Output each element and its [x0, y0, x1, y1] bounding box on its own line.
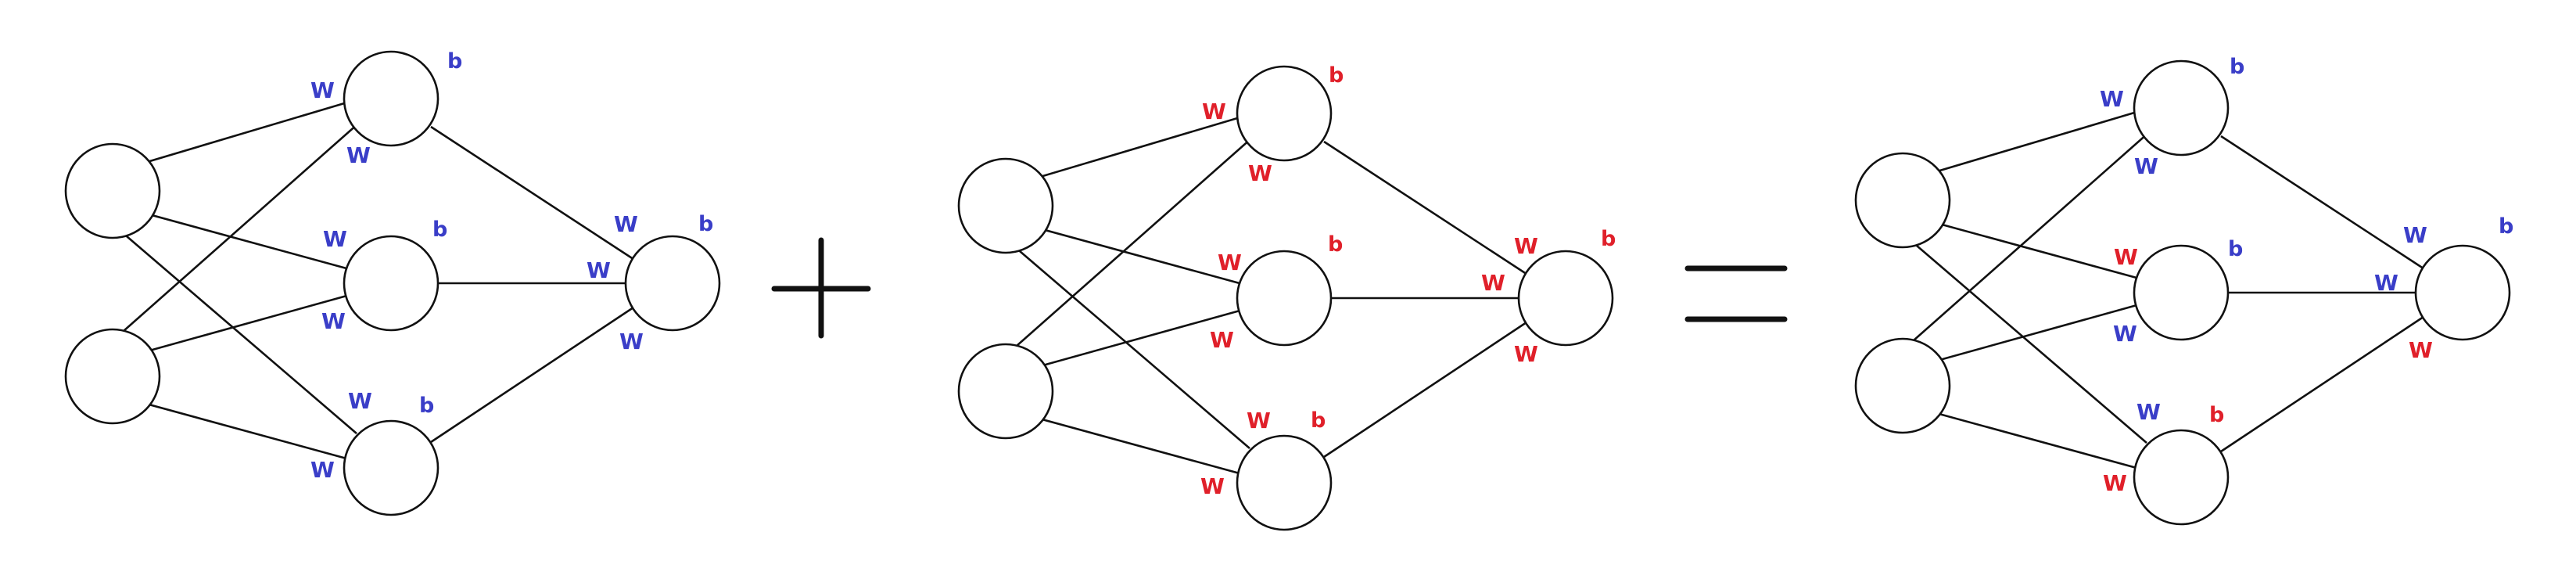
weight-label-h3-out: W — [2103, 470, 2127, 496]
network-nodes — [64, 50, 721, 516]
output-node — [1517, 250, 1614, 347]
edge-i1-h1 — [1003, 115, 1243, 189]
bias-label-h3: b — [2209, 403, 2224, 427]
weight-label-h3-in: W — [1247, 408, 1271, 433]
network-nodes — [1854, 59, 2511, 526]
weight-label-o-bot: W — [619, 329, 644, 354]
parameter-labels: W W b W W b W W b W W W b — [310, 49, 713, 483]
edge-h1-o — [1323, 140, 1537, 282]
weight-label-o-bot: W — [1514, 341, 1538, 367]
plus-operator: + — [771, 237, 871, 339]
weight-label-h1-out: W — [2134, 153, 2158, 179]
input-node-1 — [1854, 152, 1951, 249]
edge-i2-h1 — [102, 123, 359, 350]
edge-h3-o — [2220, 309, 2434, 453]
weight-label-h3-out: W — [1200, 473, 1225, 499]
weight-label-h1-in: W — [310, 77, 335, 103]
edge-i1-h1 — [1900, 110, 2140, 184]
hidden-node-1 — [2133, 59, 2230, 156]
bias-label-h1: b — [447, 49, 462, 74]
weight-label-h3-in: W — [2137, 399, 2161, 425]
bias-label-output: b — [698, 212, 713, 236]
network-nodes — [957, 65, 1614, 531]
weight-label-h2-out: W — [321, 308, 346, 334]
weight-label-h3-in: W — [348, 388, 372, 414]
hidden-node-2 — [1236, 250, 1333, 347]
input-node-1 — [957, 157, 1054, 254]
weight-label-o-bot: W — [2409, 337, 2433, 363]
edge-h1-o — [2220, 135, 2434, 276]
hidden-node-3 — [2133, 429, 2230, 526]
bias-label-h2: b — [2228, 237, 2243, 261]
input-node-2 — [957, 343, 1054, 440]
weight-label-h1-out: W — [346, 142, 371, 168]
weight-label-h1-in: W — [1202, 99, 1226, 124]
weight-label-h3-out: W — [310, 457, 335, 483]
weight-label-h2-out: W — [2113, 321, 2137, 347]
bias-label-output: b — [1601, 227, 1616, 251]
hidden-node-2 — [343, 235, 439, 332]
bias-label-h1: b — [1329, 63, 1344, 88]
equals-operator: = — [1684, 265, 1788, 322]
weight-label-o-top: W — [614, 211, 638, 237]
bias-label-h3: b — [419, 394, 434, 418]
weight-label-h2-out: W — [1210, 327, 1234, 353]
weight-label-o-mid: W — [1481, 270, 1505, 296]
network-right: W W b W W b W W b W W W b — [1854, 55, 2513, 526]
weight-label-o-mid: W — [2374, 270, 2398, 296]
bias-label-h2: b — [1328, 232, 1343, 257]
input-node-2 — [1854, 337, 1951, 434]
output-node — [2414, 244, 2511, 341]
weight-label-o-top: W — [2403, 222, 2427, 248]
weight-label-h1-in: W — [2100, 86, 2124, 112]
bias-label-h1: b — [2230, 55, 2244, 79]
parameter-labels: W W b W W b W W b W W W b — [1200, 63, 1616, 499]
hidden-node-1 — [343, 50, 439, 147]
network-left: W W b W W b W W b W W W b — [64, 49, 721, 516]
edge-h1-o — [430, 125, 644, 267]
edge-i1-h3 — [1894, 226, 2147, 444]
hidden-node-2 — [2133, 244, 2230, 341]
weight-label-h1-out: W — [1248, 160, 1272, 186]
hidden-node-3 — [343, 419, 439, 516]
weight-label-h2-in: W — [323, 226, 347, 252]
input-node-2 — [64, 328, 161, 425]
edge-i2-h1 — [1893, 132, 2149, 359]
weight-label-h2-in: W — [1218, 250, 1242, 275]
hidden-node-3 — [1236, 434, 1333, 531]
edge-h3-o — [1323, 315, 1537, 459]
network-middle: W W b W W b W W b W W W b — [957, 63, 1616, 531]
hidden-node-1 — [1236, 65, 1333, 162]
bias-label-h3: b — [1311, 408, 1326, 433]
input-node-1 — [64, 142, 161, 239]
bias-label-h2: b — [432, 218, 447, 242]
bias-label-output: b — [2499, 214, 2513, 239]
output-node — [624, 235, 721, 332]
edge-i1-h3 — [104, 217, 357, 434]
edge-i1-h1 — [109, 100, 350, 174]
weight-label-o-top: W — [1514, 233, 1538, 259]
weight-label-h2-in: W — [2114, 244, 2138, 270]
edge-i2-h1 — [996, 138, 1252, 365]
parameter-labels: W W b W W b W W b W W W b — [2100, 55, 2513, 496]
weight-label-o-mid: W — [587, 257, 611, 283]
edge-h3-o — [430, 300, 644, 444]
edge-i1-h3 — [997, 232, 1250, 449]
